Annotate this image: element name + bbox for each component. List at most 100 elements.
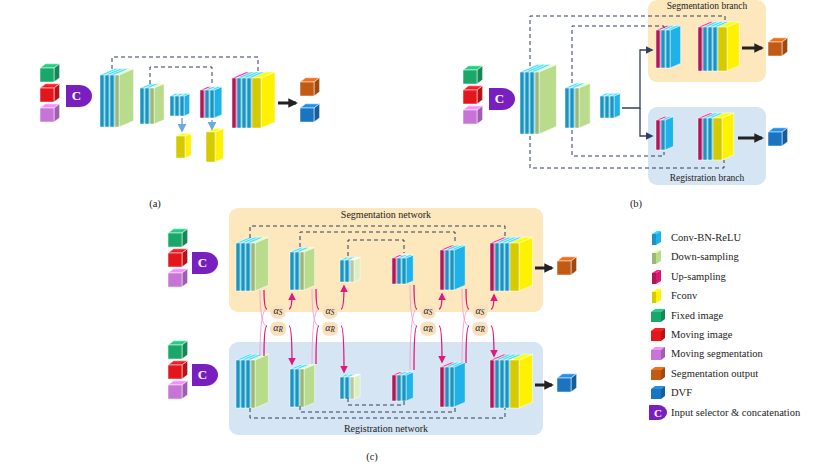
- cross-stitch-arrow: [289, 294, 292, 309]
- swatch-side: [661, 347, 665, 360]
- layer-edge: [495, 360, 499, 408]
- layer-face: [261, 72, 275, 128]
- input-selector: C: [489, 88, 515, 110]
- layer-edge: [570, 88, 574, 128]
- blocks: [40, 22, 788, 408]
- legend-label: Conv-BN-ReLU: [671, 232, 741, 243]
- cube-side: [571, 257, 577, 275]
- cube-side: [54, 104, 60, 122]
- layer-edge: [290, 252, 294, 290]
- skip-connection: [300, 406, 455, 412]
- layer-edge: [236, 360, 240, 408]
- legend-swatch: [648, 345, 668, 362]
- swatch-side: [661, 367, 665, 380]
- layer-edge: [345, 260, 349, 282]
- layer-face: [304, 364, 315, 407]
- cross-stitch-line: [462, 309, 469, 363]
- layer-top: [350, 374, 360, 377]
- cube-side: [182, 249, 188, 267]
- cross-stitch-line: [260, 290, 267, 326]
- layer-edge: [490, 243, 494, 291]
- layer-edge: [340, 377, 344, 399]
- label-holder: αR: [270, 317, 286, 336]
- cross-stitch-weight: αR: [472, 322, 488, 336]
- legend-entry: Fconv: [648, 287, 697, 304]
- cube-side: [182, 381, 188, 399]
- layer-edge: [300, 252, 304, 290]
- layer-edge: [246, 360, 250, 408]
- layer-edge: [490, 360, 494, 408]
- legend-swatch: [648, 229, 668, 246]
- layer-face: [614, 93, 620, 118]
- label-holder: (c): [366, 446, 378, 464]
- layer-face: [609, 93, 615, 118]
- layer-edge: [520, 72, 524, 134]
- layer-top: [176, 133, 191, 136]
- layer-edge: [708, 27, 712, 71]
- cross-stitch-line: [260, 309, 267, 356]
- cube-side: [477, 86, 483, 104]
- layer-face: [519, 354, 532, 408]
- legend-label: Down-sampling: [671, 251, 739, 262]
- label-holder: αS: [323, 300, 338, 319]
- layer-edge: [247, 78, 251, 128]
- cube-side: [54, 84, 60, 102]
- input-selector: C: [66, 85, 92, 107]
- layer-face: [236, 72, 250, 128]
- legend-entry: Down-sampling: [648, 248, 739, 265]
- swatch-side: [661, 328, 665, 341]
- label-holder: (b): [630, 193, 642, 211]
- layer-edge: [110, 75, 114, 127]
- cross-stitch-weight: αR: [270, 322, 286, 336]
- legend-entry: DVF: [648, 384, 692, 401]
- swatch-top: [652, 289, 661, 292]
- layer-top: [402, 255, 413, 258]
- panel-title: Registration network: [344, 423, 428, 435]
- layer-edge: [656, 30, 660, 68]
- cross-stitch-arrow: [341, 286, 344, 309]
- swatch-front: [651, 331, 661, 341]
- cube-side: [477, 66, 483, 84]
- layer-edge: [242, 78, 246, 128]
- layer-edge: [495, 243, 499, 291]
- legend-label: Fconv: [671, 290, 697, 301]
- swatch-edge: [652, 253, 656, 264]
- layer-edge: [237, 78, 241, 128]
- layer-edge: [718, 27, 727, 71]
- layer-face: [519, 237, 532, 291]
- branch-arrow: [622, 50, 652, 108]
- layer-edge: [205, 90, 209, 118]
- deep-supervision-arrow: [181, 118, 183, 131]
- layer-top: [450, 245, 465, 250]
- layer-top: [350, 257, 360, 260]
- layer-top: [450, 362, 465, 367]
- layer-face: [579, 83, 590, 128]
- label-holder: αS: [473, 300, 488, 319]
- cross-stitch-line: [466, 326, 469, 363]
- legend-entry: Up-sampling: [648, 268, 726, 285]
- layer-top: [510, 354, 532, 360]
- selector-letter: C: [198, 256, 207, 271]
- layer-face: [670, 25, 681, 68]
- selector-outline: [192, 252, 218, 274]
- cross-stitch-arrow: [491, 326, 494, 356]
- cross-stitch-line: [414, 326, 417, 370]
- layer-edge: [525, 72, 529, 134]
- legend-swatch: [648, 287, 668, 304]
- selector-outline: [489, 88, 515, 110]
- legend-entry: Segmentation output: [648, 365, 758, 382]
- layer-edge: [510, 360, 519, 408]
- selector-letter: C: [72, 89, 81, 104]
- layer-edge: [145, 88, 149, 124]
- layer-face: [665, 116, 673, 150]
- layer-top: [180, 94, 190, 96]
- cube-front: [40, 88, 54, 102]
- legend-swatch: [648, 365, 668, 382]
- legend-entry: Fixed image: [648, 307, 723, 324]
- panel-title: Segmentation branch: [667, 1, 747, 12]
- cross-stitch-line: [264, 326, 267, 356]
- swatch-front: [651, 370, 661, 380]
- layer-edge: [510, 243, 519, 291]
- layer-face: [354, 257, 360, 282]
